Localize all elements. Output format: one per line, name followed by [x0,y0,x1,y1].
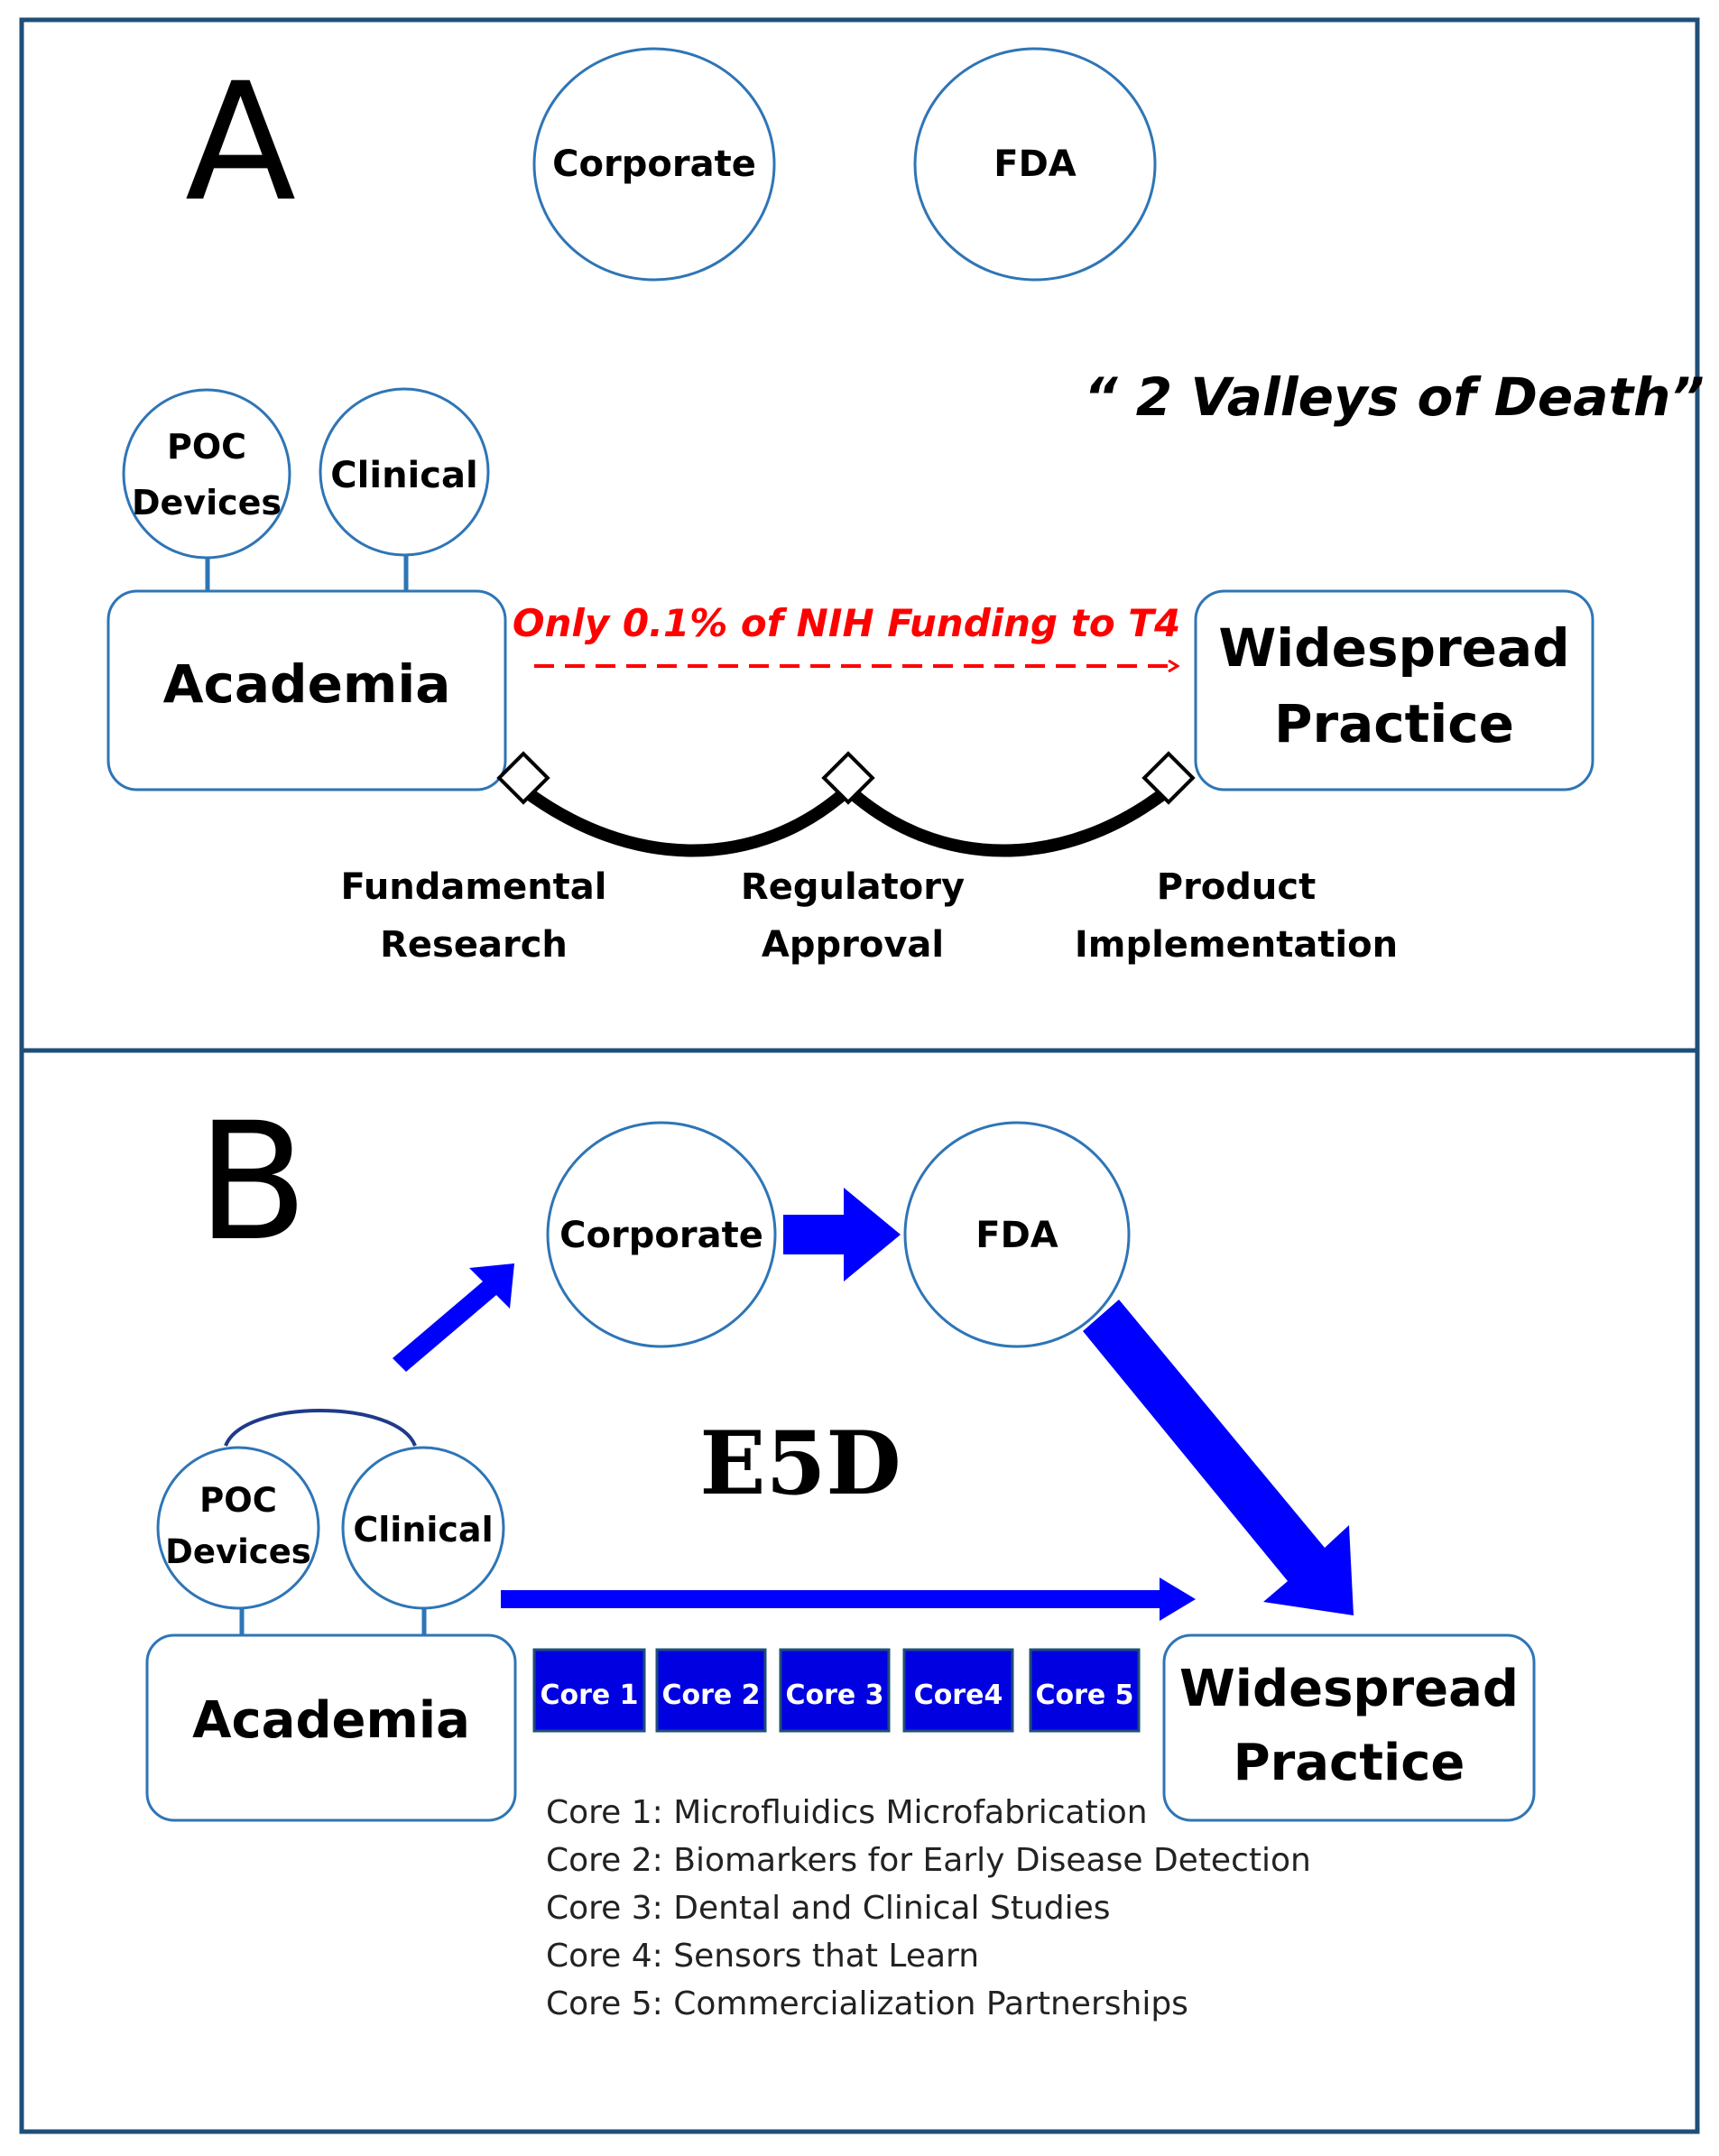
stage-diamond-regulatory [821,751,875,805]
panel-a-poc-line2: Devices [132,483,282,523]
panel-b-widespread-line2: Practice [1234,1734,1465,1792]
stage-diamond-fundamental [496,751,550,805]
core-legend-item-3: Core 3: Dental and Clinical Studies [546,1890,1111,1927]
panel-b-letter: B [197,1088,309,1277]
e5d-label: E5D [699,1412,901,1514]
poc-clinical-bracket [224,1409,417,1447]
valleys-of-death-tagline: “ 2 Valleys of Death” [1084,366,1705,428]
cores-row: Core 1 Core 2 Core 3 Core4 Core 5 [532,1648,1141,1733]
arrow-corporate-to-fda [783,1188,901,1282]
core-legend: Core 1: Microfluidics Microfabrication C… [546,1794,1311,2022]
panel-b-academia-label: Academia [192,1691,470,1750]
core-box-3 [779,1648,891,1733]
core-legend-item-2: Core 2: Biomarkers for Early Disease Det… [546,1842,1311,1879]
core-box-4 [902,1648,1014,1733]
core-label-3: Core 3 [785,1679,883,1711]
stage-label-product-1: Product [1157,866,1316,908]
panel-b-poc-line2: Devices [165,1532,311,1571]
panel-b-clinical-label: Clinical [353,1510,493,1550]
funding-note: Only 0.1% of NIH Funding to T4 [513,601,1180,645]
panel-b-corporate-node [546,1121,777,1348]
panel-a-academia-box [106,589,507,791]
arrow-fda-to-practice [1083,1300,1354,1615]
panel-a-widespread-line2: Practice [1274,693,1514,754]
core-label-5: Core 5 [1035,1679,1133,1711]
core-box-1 [532,1648,646,1733]
panel-b-poc-line1: POC [199,1481,277,1520]
panel-b-widespread-box [1162,1633,1536,1822]
arrow-academia-to-practice [501,1578,1196,1621]
core-box-5 [1029,1648,1141,1733]
panel-a-letter: A [185,49,296,237]
panel-a-poc-node [122,388,291,560]
stage-label-fundamental-1: Fundamental [340,866,606,908]
valley-arc-1 [519,784,853,857]
panel-a-widespread-line1: Widespread [1218,617,1569,679]
panel-a-widespread-box [1194,589,1594,791]
core-legend-item-1: Core 1: Microfluidics Microfabrication [546,1794,1148,1831]
stage-label-fundamental-2: Research [380,924,568,966]
panel-a-clinical-label: Clinical [330,455,477,496]
core-legend-item-4: Core 4: Sensors that Learn [546,1938,979,1975]
panel-a-clinical-node [319,387,490,557]
arrow-academia-to-corporate [393,1263,514,1372]
panel-a-fda-node [913,47,1157,282]
core-label-1: Core 1 [540,1679,638,1711]
stage-diamond-product [1141,751,1196,805]
stage-label-regulatory-2: Approval [762,924,944,966]
panel-a-frame [19,17,1700,1053]
panel-b-corporate-label: Corporate [559,1215,763,1256]
panel-a-fda-label: FDA [994,143,1077,185]
core-box-2 [655,1648,767,1733]
core-label-4: Core4 [914,1679,1003,1711]
panel-b-poc-node [156,1446,320,1610]
panel-b-clinical-node [341,1446,505,1610]
panel-b-widespread-line1: Widespread [1179,1660,1519,1718]
panel-b-fda-node [903,1121,1131,1348]
panel-a-academia-label: Academia [163,653,451,715]
panel-b-fda-label: FDA [975,1215,1058,1256]
valley-arc-2 [844,784,1173,857]
stage-label-product-2: Implementation [1075,924,1398,966]
panel-a-poc-line1: POC [167,427,246,467]
panel-a-corporate-node [532,47,776,282]
stage-label-regulatory-1: Regulatory [741,866,965,908]
panel-a-corporate-label: Corporate [552,143,756,185]
panel-b-academia-box [145,1633,517,1822]
core-legend-item-5: Core 5: Commercialization Partnerships [546,1985,1188,2022]
core-label-2: Core 2 [661,1679,760,1711]
